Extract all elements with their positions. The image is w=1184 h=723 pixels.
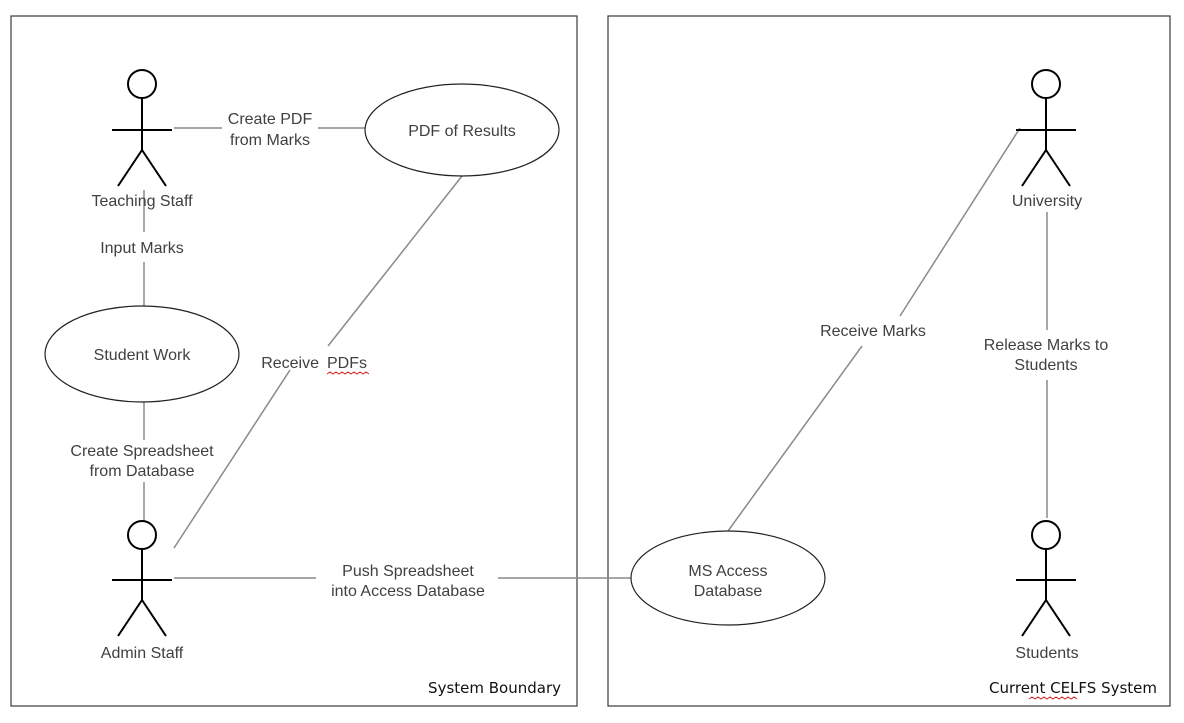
actor-admin-staff-label: Admin Staff — [101, 645, 184, 662]
celfs-word: CELFS — [1050, 679, 1096, 697]
line-admin-receive-pdfs-high — [327, 175, 463, 347]
use-case-pdf-of-results-label: PDF of Results — [408, 123, 516, 140]
edge-input-marks-label: Input Marks — [100, 240, 184, 257]
actor-admin-staff-icon — [112, 520, 172, 637]
system-boundary-label: System Boundary — [428, 679, 561, 697]
line-admin-receive-pdfs-low — [173, 369, 291, 549]
edge-receive-marks-label: Receive Marks — [820, 323, 926, 340]
connectors — [143, 127, 1048, 579]
celfs-boundary-box — [607, 15, 1171, 707]
system-boundary-box — [10, 15, 578, 707]
edge-receive-pdfs-prefix: Receive — [261, 355, 319, 372]
line-msaccess-receive-high — [899, 127, 1021, 317]
actor-teaching-staff-icon — [112, 69, 172, 187]
edge-release-marks-label-2: Students — [1014, 357, 1077, 374]
spellcheck-underline-pdfs — [326, 371, 370, 375]
line-msaccess-receive-low — [727, 345, 863, 532]
actor-university-label: University — [1012, 193, 1082, 210]
edge-create-pdf-label-2: from Marks — [230, 132, 310, 149]
edge-push-spreadsheet-label-2: into Access Database — [331, 583, 485, 600]
actor-teaching-staff-label: Teaching Staff — [91, 193, 193, 210]
actor-university-icon — [1016, 69, 1076, 187]
edge-create-spreadsheet-label-1: Create Spreadsheet — [70, 443, 214, 460]
use-case-student-work — [44, 305, 240, 403]
use-case-ms-access-label-1: MS Access — [688, 563, 767, 580]
edge-push-spreadsheet-label-1: Push Spreadsheet — [342, 563, 474, 580]
use-case-pdf-of-results — [364, 83, 560, 177]
edge-create-spreadsheet-label-2: from Database — [90, 463, 195, 480]
spellcheck-underline-celfs — [1028, 696, 1078, 700]
edge-create-pdf-label-1: Create PDF — [228, 111, 313, 128]
edge-receive-pdfs-word: PDFs — [327, 355, 367, 372]
celfs-boundary-label: Current CELFS System — [989, 679, 1157, 697]
use-case-student-work-label: Student Work — [94, 347, 192, 364]
actor-students-label: Students — [1015, 645, 1078, 662]
edge-release-marks-label-1: Release Marks to — [984, 337, 1109, 354]
use-case-ms-access — [630, 530, 826, 626]
use-case-ms-access-label-2: Database — [694, 583, 763, 600]
actor-students-icon — [1016, 520, 1076, 637]
